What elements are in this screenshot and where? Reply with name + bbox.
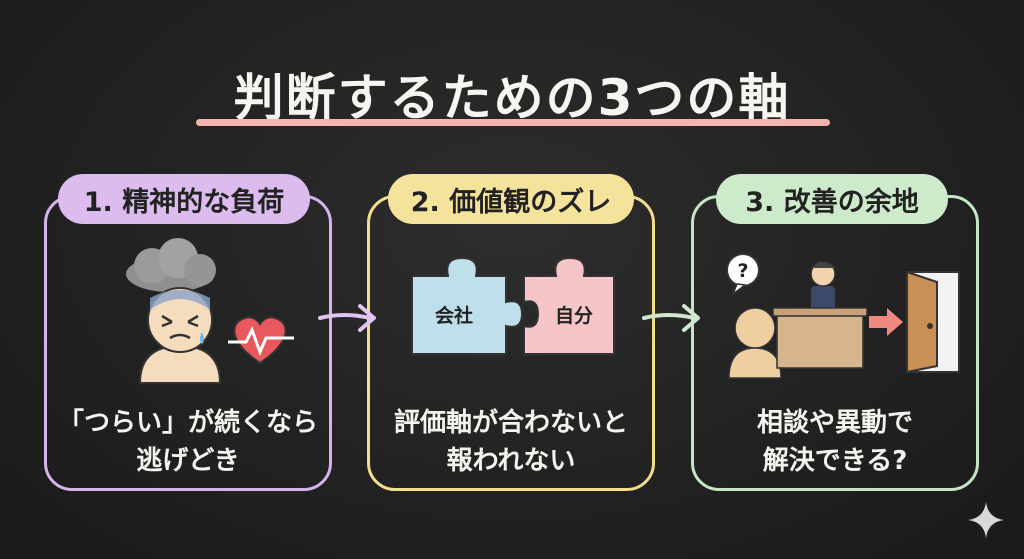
manager-at-desk-icon [772, 261, 868, 369]
caption-line: 解決できる? [762, 446, 908, 476]
caption-value-gap: 評価軸が合わないと 報われない [367, 404, 655, 480]
puzzle-label-self: 自分 [555, 304, 593, 327]
puzzle-piece-icon: 自分 [523, 256, 615, 355]
caption-line: 報われない [446, 446, 576, 476]
puzzle-illustration: 会社 自分 [411, 256, 615, 355]
caption-line: 評価軸が合わないと [393, 408, 628, 438]
connector-arrow-2 [642, 304, 700, 332]
caption-improvement: 相談や異動で 解決できる? [691, 404, 979, 480]
heartbeat-icon [228, 316, 294, 365]
puzzle-label-company: 会社 [435, 304, 473, 327]
question-mark: ? [737, 260, 748, 282]
caption-line: 相談や異動で [756, 408, 913, 438]
page-title: 判断するための3つの軸 [233, 69, 791, 127]
card-heading-1: 1. 精神的な負荷 [58, 174, 310, 224]
caption-mental-load: 「つらい」が続くなら 逃げどき [44, 404, 332, 480]
person-icon [728, 307, 782, 379]
arrow-right-icon [869, 308, 903, 336]
connector-arrow-1 [318, 304, 376, 332]
open-door-icon [906, 270, 960, 374]
sparkle-icon [968, 502, 1004, 538]
question-bubble-icon: ? [726, 253, 760, 297]
stressed-person-icon [138, 287, 222, 384]
consultation-illustration: ? [726, 253, 960, 379]
card-heading-3: 3. 改善の余地 [716, 174, 948, 224]
caption-line: 逃げどき [136, 446, 240, 476]
title-underline [196, 119, 830, 126]
card-heading-2: 2. 価値観のズレ [388, 174, 634, 224]
caption-line: 「つらい」が続くなら [57, 408, 318, 438]
stressed-person-illustration [126, 238, 294, 384]
storm-cloud-icon [126, 238, 216, 292]
puzzle-piece-icon: 会社 [411, 256, 524, 355]
